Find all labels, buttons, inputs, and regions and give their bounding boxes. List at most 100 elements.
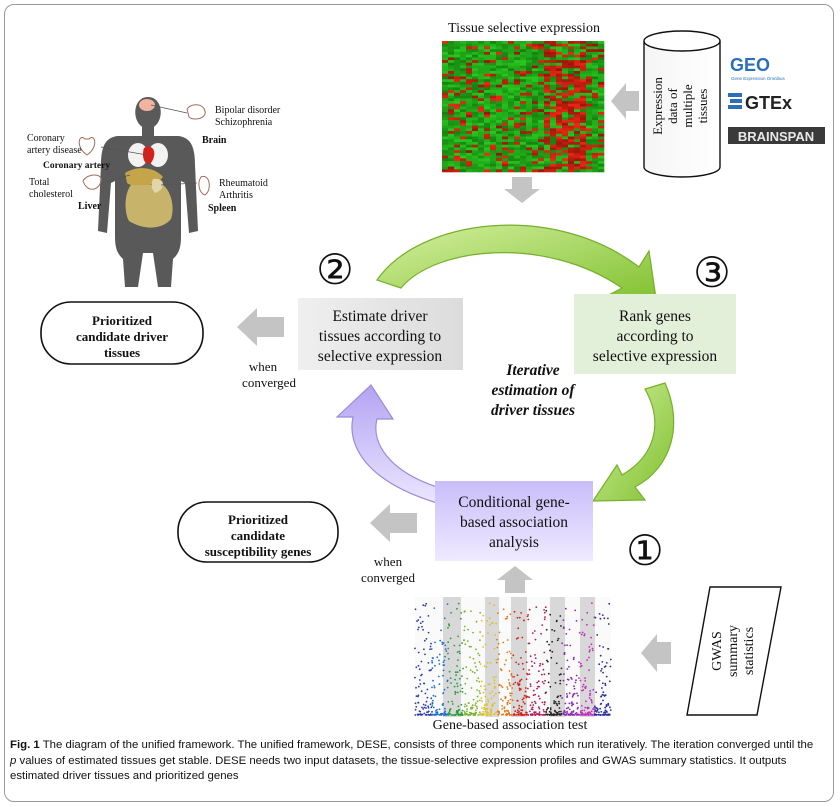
manhattan-point (454, 693, 457, 695)
heatmap-cell (526, 152, 533, 156)
manhattan-point (456, 671, 459, 674)
manhattan-point (546, 640, 549, 643)
heatmap-cell (460, 163, 467, 167)
manhattan-point (487, 683, 490, 686)
heatmap-cell (526, 106, 533, 110)
manhattan-point (510, 674, 513, 676)
heatmap-cell (478, 117, 485, 121)
manhattan-point (414, 647, 416, 650)
heatmap-cell (550, 84, 557, 88)
heatmap-cell (442, 150, 449, 154)
heatmap-cell (454, 79, 461, 83)
heatmap-cell (514, 101, 521, 105)
manhattan-point (471, 707, 474, 710)
heatmap-cell (442, 139, 449, 143)
heatmap-cell (532, 101, 539, 105)
manhattan-point (599, 707, 601, 710)
manhattan-point (422, 703, 425, 706)
heatmap-cell (496, 131, 503, 135)
manhattan-point (563, 673, 565, 675)
heatmap-cell (550, 41, 557, 45)
gwas-summary-statistics: GWAS summary statistics (686, 586, 782, 716)
heatmap-cell (454, 125, 461, 129)
heatmap-cell (502, 141, 509, 146)
manhattan-point (514, 710, 517, 712)
heatmap-cell (490, 125, 497, 129)
manhattan-point (458, 644, 461, 647)
heatmap-cell (466, 106, 473, 110)
heatmap-cell (490, 163, 497, 167)
heatmap-cell (574, 101, 581, 105)
heatmap-cell (460, 125, 467, 129)
heatmap-cell (562, 114, 569, 118)
manhattan-point (518, 616, 521, 619)
manhattan-point (604, 694, 607, 696)
heatmap-cell (556, 106, 563, 110)
manhattan-point (575, 679, 577, 682)
heatmap-cell (478, 71, 485, 75)
manhattan-point (558, 707, 561, 709)
manhattan-point (527, 618, 530, 621)
manhattan-point (521, 698, 524, 701)
heatmap-cell (454, 95, 461, 99)
heatmap-cell (526, 141, 533, 146)
manhattan-point (517, 637, 519, 639)
manhattan-point (509, 692, 511, 695)
heatmap-cell (460, 166, 467, 170)
manhattan-point (520, 712, 523, 715)
heatmap-cell (556, 60, 563, 64)
manhattan-point (483, 706, 485, 709)
manhattan-point (568, 692, 571, 695)
heatmap-cell (544, 133, 551, 137)
heatmap-cell (448, 49, 455, 53)
manhattan-point (536, 687, 538, 690)
manhattan-point (441, 643, 444, 646)
heatmap-cell (472, 49, 479, 53)
manhattan-point (586, 611, 589, 614)
heatmap-cell (544, 128, 551, 132)
heatmap-cell (454, 166, 461, 170)
heatmap-cell (592, 163, 599, 167)
heatmap-cell (496, 87, 503, 91)
manhattan-point (476, 707, 479, 710)
heatmap-cell (472, 95, 479, 99)
manhattan-point (516, 674, 519, 676)
heatmap-cell (442, 109, 449, 113)
heatmap-cell (574, 46, 581, 50)
heatmap-cell (538, 43, 545, 47)
manhattan-point (497, 713, 500, 716)
heatmap-cell (478, 161, 485, 165)
manhattan-point (485, 708, 488, 711)
heatmap-cell (448, 144, 455, 148)
manhattan-point (588, 669, 590, 671)
heatmap-cell (490, 136, 497, 140)
heatmap-cell (592, 166, 599, 170)
heatmap-cell (538, 62, 545, 66)
manhattan-point (497, 612, 499, 614)
manhattan-point (491, 622, 493, 624)
heatmap-cell (562, 90, 569, 94)
heatmap-cell (484, 109, 491, 113)
heatmap-cell (526, 166, 533, 170)
heatmap-cell (538, 117, 545, 121)
heatmap-cell (520, 92, 527, 96)
heatmap-cell (538, 128, 545, 132)
heatmap-cell (478, 111, 485, 115)
heatmap-cell (592, 87, 599, 91)
manhattan-point (494, 634, 496, 636)
heatmap-cell (478, 54, 485, 58)
output-tissues-line-3: tissues (104, 345, 140, 360)
label-bipolar: Bipolar disorder (215, 105, 281, 116)
heatmap-cell (586, 122, 593, 126)
manhattan-point (433, 607, 436, 609)
heatmap-cell (532, 147, 539, 151)
manhattan-point (530, 660, 533, 663)
manhattan-point (414, 708, 417, 711)
heatmap-cell (580, 43, 587, 47)
manhattan-point (464, 643, 467, 645)
manhattan-point (543, 618, 546, 621)
manhattan-point (448, 624, 451, 627)
manhattan-point (565, 633, 568, 635)
body-annotations: Bipolar disorder Schizophrenia Brain Cor… (27, 104, 281, 214)
heatmap-cell (532, 131, 539, 135)
